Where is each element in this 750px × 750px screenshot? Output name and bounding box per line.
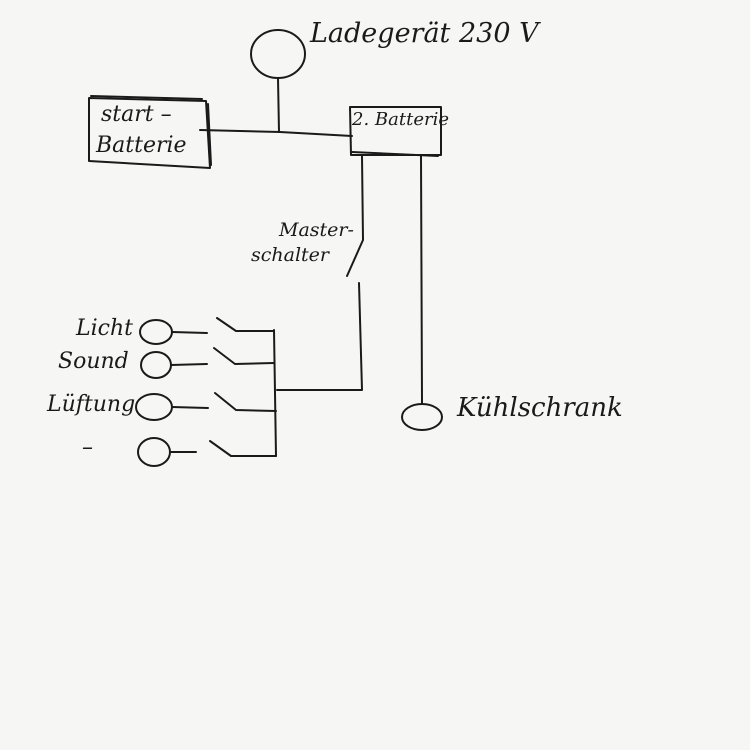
charger-wire bbox=[277, 77, 280, 133]
load-bus bbox=[273, 329, 277, 457]
start-battery-label-line1: start – bbox=[101, 102, 172, 127]
second-battery-label: 2. Batterie bbox=[352, 109, 449, 130]
circuit-label-spare: – bbox=[82, 435, 93, 460]
battery-link-wire bbox=[199, 129, 353, 137]
master-switch-label-line1: Master- bbox=[279, 219, 354, 241]
circuit-label-light: Licht bbox=[76, 316, 133, 341]
spare-symbol bbox=[137, 437, 171, 467]
master-wire-bottom bbox=[276, 282, 363, 391]
ventilation-switch bbox=[214, 392, 277, 412]
ventilation-symbol bbox=[135, 393, 173, 421]
fridge-symbol bbox=[401, 403, 443, 431]
start-battery-label-line2: Batterie bbox=[96, 133, 187, 158]
charger-label: Ladegerät 230 V bbox=[310, 18, 539, 49]
light-switch bbox=[216, 317, 275, 332]
charger-symbol bbox=[250, 29, 306, 79]
circuit-label-ventilation: Lüftung bbox=[47, 392, 136, 417]
light-symbol bbox=[139, 319, 173, 345]
master-switch-label-line2: schalter bbox=[251, 244, 329, 266]
master-wire-top bbox=[346, 155, 364, 277]
circuit-label-sound: Sound bbox=[58, 349, 129, 374]
spare-switch bbox=[209, 440, 277, 457]
fridge-wire bbox=[420, 155, 423, 404]
sound-switch bbox=[213, 347, 275, 365]
fridge-label: Kühlschrank bbox=[457, 393, 623, 423]
sound-symbol bbox=[140, 351, 172, 379]
second-battery-box bbox=[349, 106, 442, 156]
start-battery-box bbox=[88, 97, 211, 169]
